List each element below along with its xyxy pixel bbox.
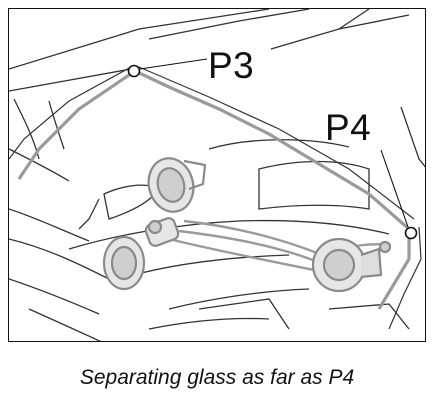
figure-caption: Separating glass as far as P4 xyxy=(79,366,355,389)
windshield-seal xyxy=(17,69,411,310)
windshield-edge xyxy=(9,66,422,330)
leader-lines xyxy=(139,58,409,228)
label-p4: P4 xyxy=(325,107,372,148)
illustration-frame: P3 P4 xyxy=(8,8,426,342)
label-p3: P3 xyxy=(208,45,255,86)
speaker-icon xyxy=(102,157,392,293)
circle-marker-icon xyxy=(127,64,418,240)
windshield-illustration xyxy=(9,9,425,341)
